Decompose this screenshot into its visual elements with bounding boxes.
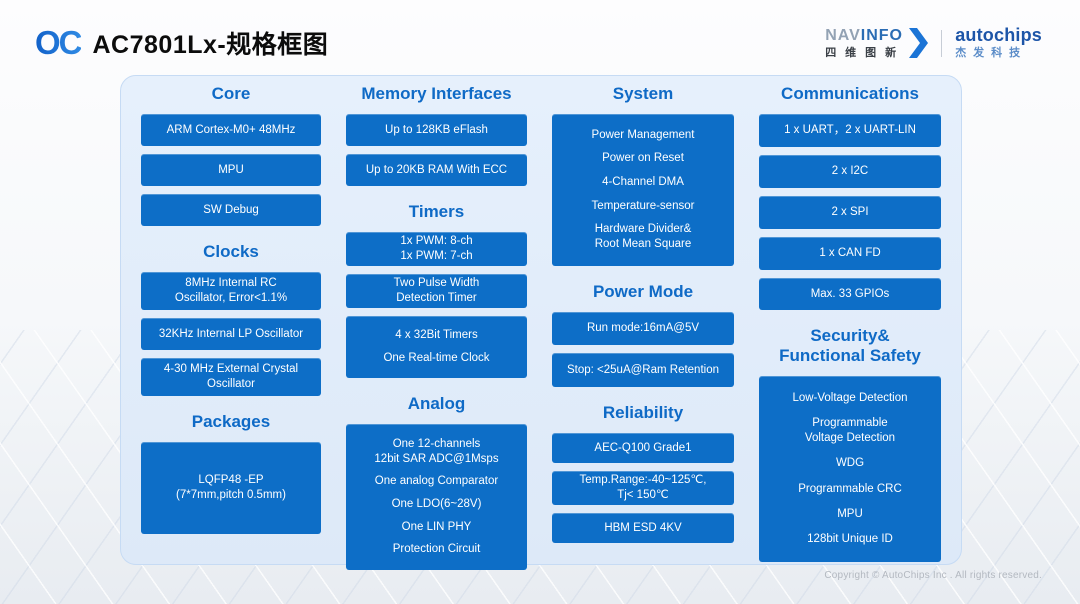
section-title-power-mode: Power Mode xyxy=(592,282,694,301)
spec-item: Protection Circuit xyxy=(392,543,481,556)
spec-box: AEC-Q100 Grade1 xyxy=(552,433,734,463)
section-title-analog: Analog xyxy=(407,394,466,413)
spec-box: 8MHz Internal RC Oscillator, Error<1.1% xyxy=(141,272,321,310)
spec-item: MPU xyxy=(837,507,863,520)
spec-column-4: Communications 1 x UART，2 x UART-LIN 2 x I… xyxy=(759,84,941,570)
spec-item: Power Management xyxy=(591,128,695,141)
spec-item: WDG xyxy=(835,457,865,470)
spec-box: Run mode:16mA@5V xyxy=(552,312,734,345)
spec-item: Low-Voltage Detection xyxy=(792,392,908,405)
section-title-clocks: Clocks xyxy=(203,242,259,261)
spec-box: HBM ESD 4KV xyxy=(552,513,734,543)
section-title-security-functional-safety: Security& Functional Safety xyxy=(779,326,921,365)
spec-box: MPU xyxy=(141,154,321,186)
spec-box: Max. 33 GPIOs xyxy=(759,278,941,310)
spec-item: Programmable CRC xyxy=(798,482,902,495)
spec-box: Up to 128KB eFlash xyxy=(346,114,527,146)
spec-box: Temp.Range:-40~125℃, Tj< 150℃ xyxy=(552,471,734,505)
section-clocks: Clocks 8MHz Internal RC Oscillator, Error… xyxy=(141,242,321,396)
autochips-logo: autochips 杰发科技 xyxy=(955,26,1042,60)
spec-item: One LIN PHY xyxy=(401,520,472,533)
navinfo-wordmark: NAVINFO xyxy=(825,26,903,44)
spec-box: 1 x UART，2 x UART-LIN xyxy=(759,114,941,147)
spec-box: LQFP48 -EP (7*7mm,pitch 0.5mm) xyxy=(141,442,321,534)
spec-box: 1 x CAN FD xyxy=(759,237,941,270)
brand-logos: NAVINFO 四维图新 autochips 杰发科技 xyxy=(825,26,1042,60)
spec-item: 128bit Unique ID xyxy=(807,532,893,545)
section-title-communications: Communications xyxy=(781,84,919,103)
logo-divider xyxy=(941,29,943,57)
spec-item: One 12-channels 12bit SAR ADC@1Msps xyxy=(374,437,499,465)
section-title-packages: Packages xyxy=(191,412,271,431)
section-title-reliability: Reliability xyxy=(602,403,684,422)
page-title: AC7801Lx-规格框图 xyxy=(92,31,329,59)
spec-box: Two Pulse Width Detection Timer xyxy=(346,274,527,308)
spec-item: 4 x 32Bit Timers xyxy=(395,329,478,342)
spec-box: 2 x SPI xyxy=(759,196,941,229)
spec-box: 4-30 MHz External Crystal Oscillator xyxy=(141,358,321,396)
oc-logo: OC xyxy=(35,24,82,61)
autochips-cn-label: 杰发科技 xyxy=(955,47,1028,59)
section-title-system: System xyxy=(612,84,674,103)
spec-item: Temperature-sensor xyxy=(591,199,695,212)
navinfo-chevron-icon xyxy=(909,28,929,58)
spec-item: One LDO(6~28V) xyxy=(391,497,482,510)
spec-item: One analog Comparator xyxy=(374,475,499,488)
navinfo-cn-label: 四维图新 xyxy=(825,46,906,59)
page-header: OC AC7801Lx-规格框图 xyxy=(35,24,328,62)
navinfo-logo: NAVINFO 四维图新 xyxy=(825,26,929,60)
spec-item: Power on Reset xyxy=(602,152,684,165)
section-title-memory-interfaces: Memory Interfaces xyxy=(361,84,512,103)
autochips-wordmark: autochips xyxy=(955,25,1042,45)
spec-box: ARM Cortex-M0+ 48MHz xyxy=(141,114,321,146)
spec-box: 32KHz Internal LP Oscillator xyxy=(141,318,321,350)
section-title-core: Core xyxy=(211,84,251,103)
spec-box: Up to 20KB RAM With ECC xyxy=(346,154,527,186)
section-communications: Communications 1 x UART，2 x UART-LIN 2 x I… xyxy=(759,84,941,310)
spec-box: Stop: <25uA@Ram Retention xyxy=(552,353,734,387)
spec-item: One Real-time Clock xyxy=(383,351,490,364)
spec-item: Hardware Divider& Root Mean Square xyxy=(594,223,692,251)
spec-box: 2 x I2C xyxy=(759,155,941,188)
spec-box: SW Debug xyxy=(141,194,321,226)
spec-column-2: Memory Interfaces Up to 128KB eFlash Up to… xyxy=(346,84,527,578)
section-memory-interfaces: Memory Interfaces Up to 128KB eFlash Up to… xyxy=(346,84,527,186)
spec-item: Programmable Voltage Detection xyxy=(804,417,896,445)
section-title-timers: Timers xyxy=(408,202,465,221)
spec-item: 4-Channel DMA xyxy=(602,176,684,189)
spec-box: 1x PWM: 8-ch 1x PWM: 7-ch xyxy=(346,232,527,266)
copyright-text: Copyright © AutoChips Inc . All rights r… xyxy=(824,570,1042,581)
